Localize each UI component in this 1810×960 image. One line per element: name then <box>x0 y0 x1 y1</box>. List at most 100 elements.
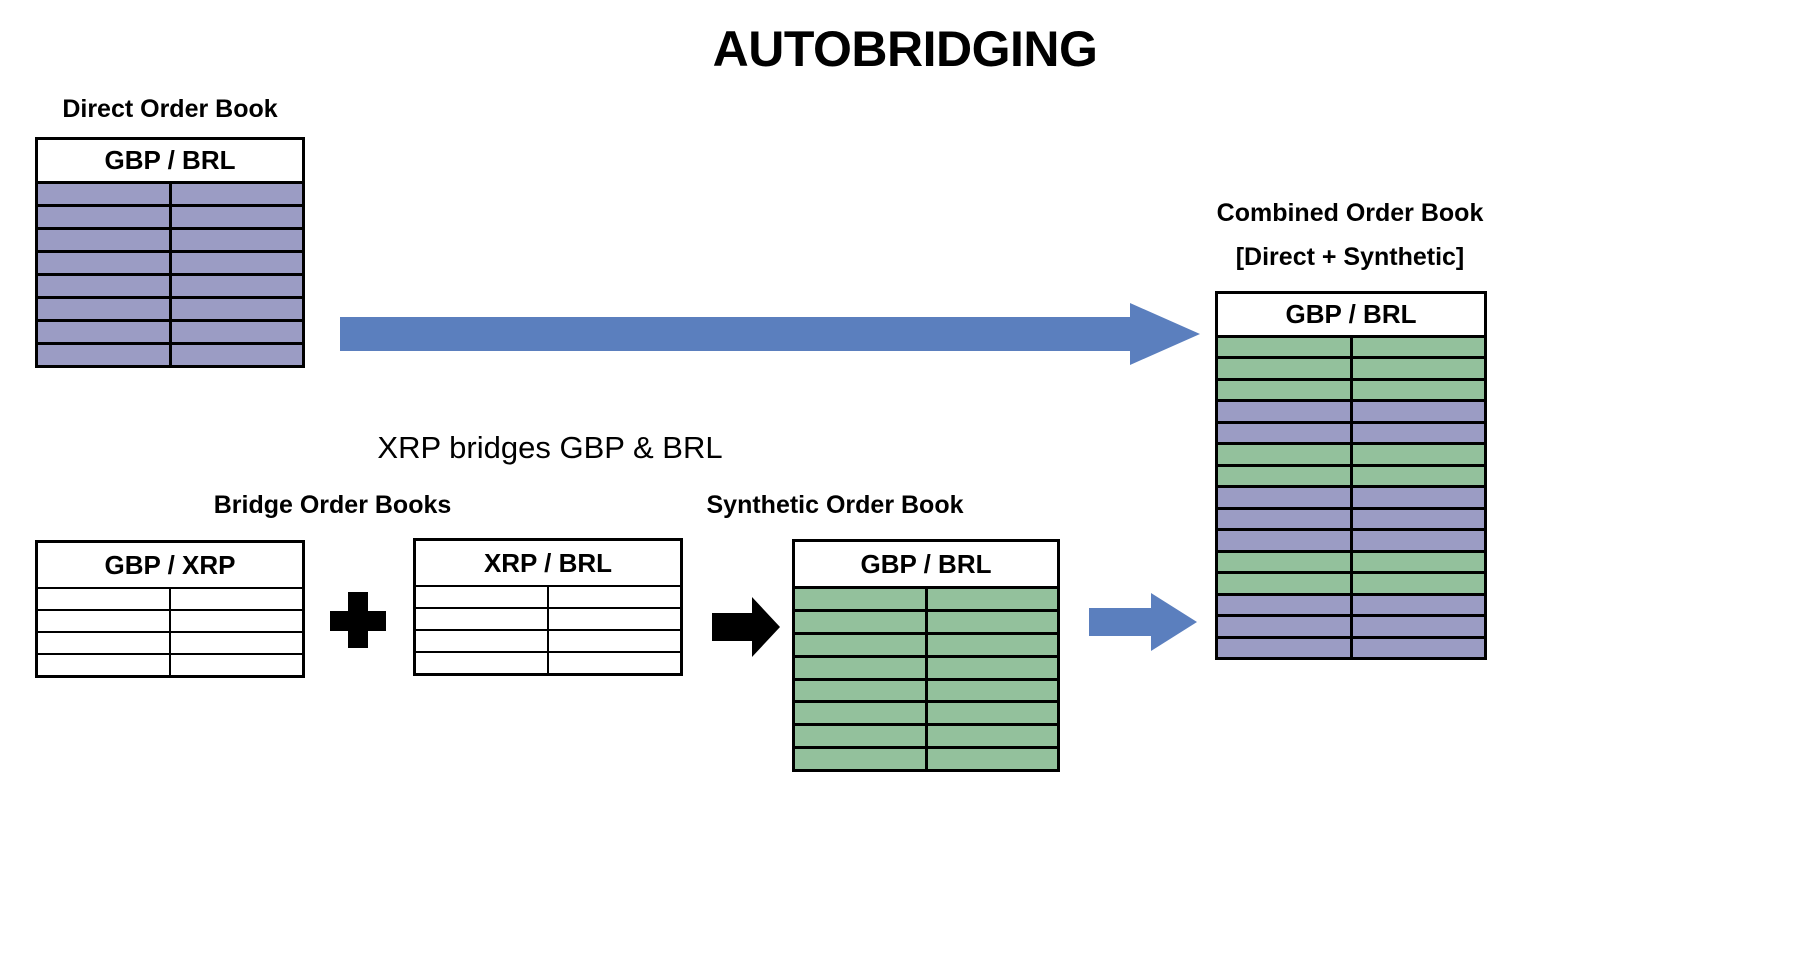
combined-order-book-row-cell <box>1218 595 1353 615</box>
direct-order-book-row <box>38 204 302 227</box>
combined-order-book-row-cell <box>1352 488 1484 507</box>
combined-order-book-row-cell <box>1352 595 1484 615</box>
direct-order-book-row-cell <box>38 207 172 227</box>
bridge-order-book-gbp-xrp-row-cell <box>171 589 302 609</box>
combined-order-book-row <box>1218 420 1484 443</box>
bridge-order-book-xrp-brl-row-cell <box>416 609 549 629</box>
combined-order-book-row-cell <box>1218 509 1353 529</box>
direct-order-book-rows <box>38 181 302 365</box>
combined-order-book-row-cell <box>1218 574 1353 593</box>
bridge-order-book-xrp-brl-rows <box>416 585 680 673</box>
synthetic-order-book-row <box>795 608 1057 632</box>
combined-order-book-row-cell <box>1352 380 1484 400</box>
bridge-order-book-gbp-xrp-header: GBP / XRP <box>38 543 302 587</box>
bridge-order-book-gbp-xrp-row <box>38 631 302 653</box>
synthetic-order-book-row-cell <box>927 680 1057 701</box>
combined-order-book-row-cell <box>1352 359 1484 378</box>
combined-order-book-row-cell <box>1218 466 1353 486</box>
bridge-order-book-xrp-brl-row <box>416 585 680 607</box>
bridge-order-book-xrp-brl-row <box>416 629 680 651</box>
synthetic-order-book-row <box>795 586 1057 609</box>
bridge-order-book-gbp-xrp-rows <box>38 587 302 675</box>
combined-order-book-row-cell <box>1218 359 1353 378</box>
combined-order-book-row-cell <box>1352 509 1484 529</box>
combined-order-book-row <box>1218 463 1484 486</box>
arrow-synthetic-to-combined <box>1089 593 1197 651</box>
synthetic-order-book-row-cell <box>795 680 928 701</box>
bridge-order-book-xrp-brl-row-cell <box>416 587 549 607</box>
synthetic-order-book-row <box>795 631 1057 655</box>
direct-order-book-row-cell <box>38 230 172 250</box>
bridge-order-book-gbp-xrp-row-cell <box>171 655 302 675</box>
combined-order-book-row <box>1218 635 1484 658</box>
combined-order-book-row <box>1218 506 1484 529</box>
bridge-order-book-xrp-brl-row <box>416 607 680 629</box>
synthetic-order-book-row <box>795 654 1057 678</box>
bridge-order-book-xrp-brl-table: XRP / BRL <box>413 538 683 676</box>
bridge-order-book-gbp-xrp-row <box>38 653 302 675</box>
combined-order-book-label-line1: Combined Order Book <box>1216 199 1484 227</box>
synthetic-order-book-row-cell <box>927 749 1057 769</box>
combined-order-book-row-cell <box>1352 574 1484 593</box>
combined-order-book-row-cell <box>1352 617 1484 636</box>
combined-order-book-row-cell <box>1218 531 1353 550</box>
synthetic-order-book-row <box>795 746 1057 769</box>
arrow-direct-to-combined <box>340 303 1200 365</box>
combined-order-book-row-cell <box>1352 423 1484 443</box>
combined-order-book-row-cell <box>1352 466 1484 486</box>
bridge-order-book-xrp-brl-row-cell <box>549 609 680 629</box>
bridge-order-book-gbp-xrp-row-cell <box>38 611 171 631</box>
bridge-order-book-xrp-brl-header: XRP / BRL <box>416 541 680 585</box>
combined-order-book-row-cell <box>1218 380 1353 400</box>
bridge-order-book-xrp-brl-row-cell <box>416 631 549 651</box>
combined-order-book-row-cell <box>1218 552 1353 572</box>
synthetic-order-book-row-cell <box>927 611 1057 632</box>
synthetic-order-book-row-cell <box>795 611 928 632</box>
synthetic-order-book-row-cell <box>795 726 928 747</box>
bridge-order-books-label: Bridge Order Books <box>213 491 452 519</box>
synthetic-order-book-row-cell <box>795 749 928 769</box>
combined-order-book-row-cell <box>1352 402 1484 421</box>
combined-order-book-rows <box>1218 335 1484 658</box>
direct-order-book-row <box>38 273 302 296</box>
combined-order-book-row-cell <box>1218 617 1353 636</box>
bridge-section-heading: XRP bridges GBP & BRL <box>377 430 723 465</box>
bridge-order-book-gbp-xrp-row-cell <box>38 633 171 653</box>
direct-order-book-row-cell <box>171 299 302 319</box>
direct-order-book-row-cell <box>38 253 172 273</box>
combined-order-book-row-cell <box>1352 638 1484 658</box>
direct-order-book-label: Direct Order Book <box>62 95 278 123</box>
arrow-bridge-to-synthetic <box>712 597 780 657</box>
page-title: AUTOBRIDGING <box>712 21 1098 77</box>
combined-order-book-row-cell <box>1352 445 1484 464</box>
direct-order-book-row-cell <box>171 253 302 273</box>
synthetic-order-book-row-cell <box>795 657 928 678</box>
bridge-order-book-gbp-xrp-row-cell <box>38 589 171 609</box>
bridge-order-book-xrp-brl-row-cell <box>416 653 549 673</box>
direct-order-book-row-cell <box>38 299 172 319</box>
direct-order-book-table: GBP / BRL <box>35 137 305 368</box>
direct-order-book-row <box>38 227 302 250</box>
combined-order-book-header: GBP / BRL <box>1218 294 1484 335</box>
synthetic-order-book-row-cell <box>795 589 928 609</box>
direct-order-book-row-cell <box>171 184 302 204</box>
bridge-order-book-gbp-xrp-row-cell <box>171 633 302 653</box>
combined-order-book-row <box>1218 528 1484 550</box>
direct-order-book-row <box>38 250 302 273</box>
direct-order-book-row-cell <box>171 230 302 250</box>
bridge-order-book-gbp-xrp-table: GBP / XRP <box>35 540 305 678</box>
synthetic-order-book-row-cell <box>927 703 1057 724</box>
synthetic-order-book-table: GBP / BRL <box>792 539 1060 772</box>
combined-order-book-row-cell <box>1218 638 1353 658</box>
direct-order-book-row-cell <box>38 345 172 365</box>
direct-order-book-row-cell <box>171 207 302 227</box>
direct-order-book-row <box>38 342 302 365</box>
combined-order-book-row <box>1218 399 1484 421</box>
direct-order-book-row-cell <box>171 345 302 365</box>
combined-order-book-row <box>1218 442 1484 464</box>
synthetic-order-book-row <box>795 677 1057 701</box>
bridge-order-book-xrp-brl-row-cell <box>549 587 680 607</box>
combined-order-book-row-cell <box>1218 338 1353 357</box>
combined-order-book-row <box>1218 485 1484 507</box>
direct-order-book-row <box>38 296 302 319</box>
